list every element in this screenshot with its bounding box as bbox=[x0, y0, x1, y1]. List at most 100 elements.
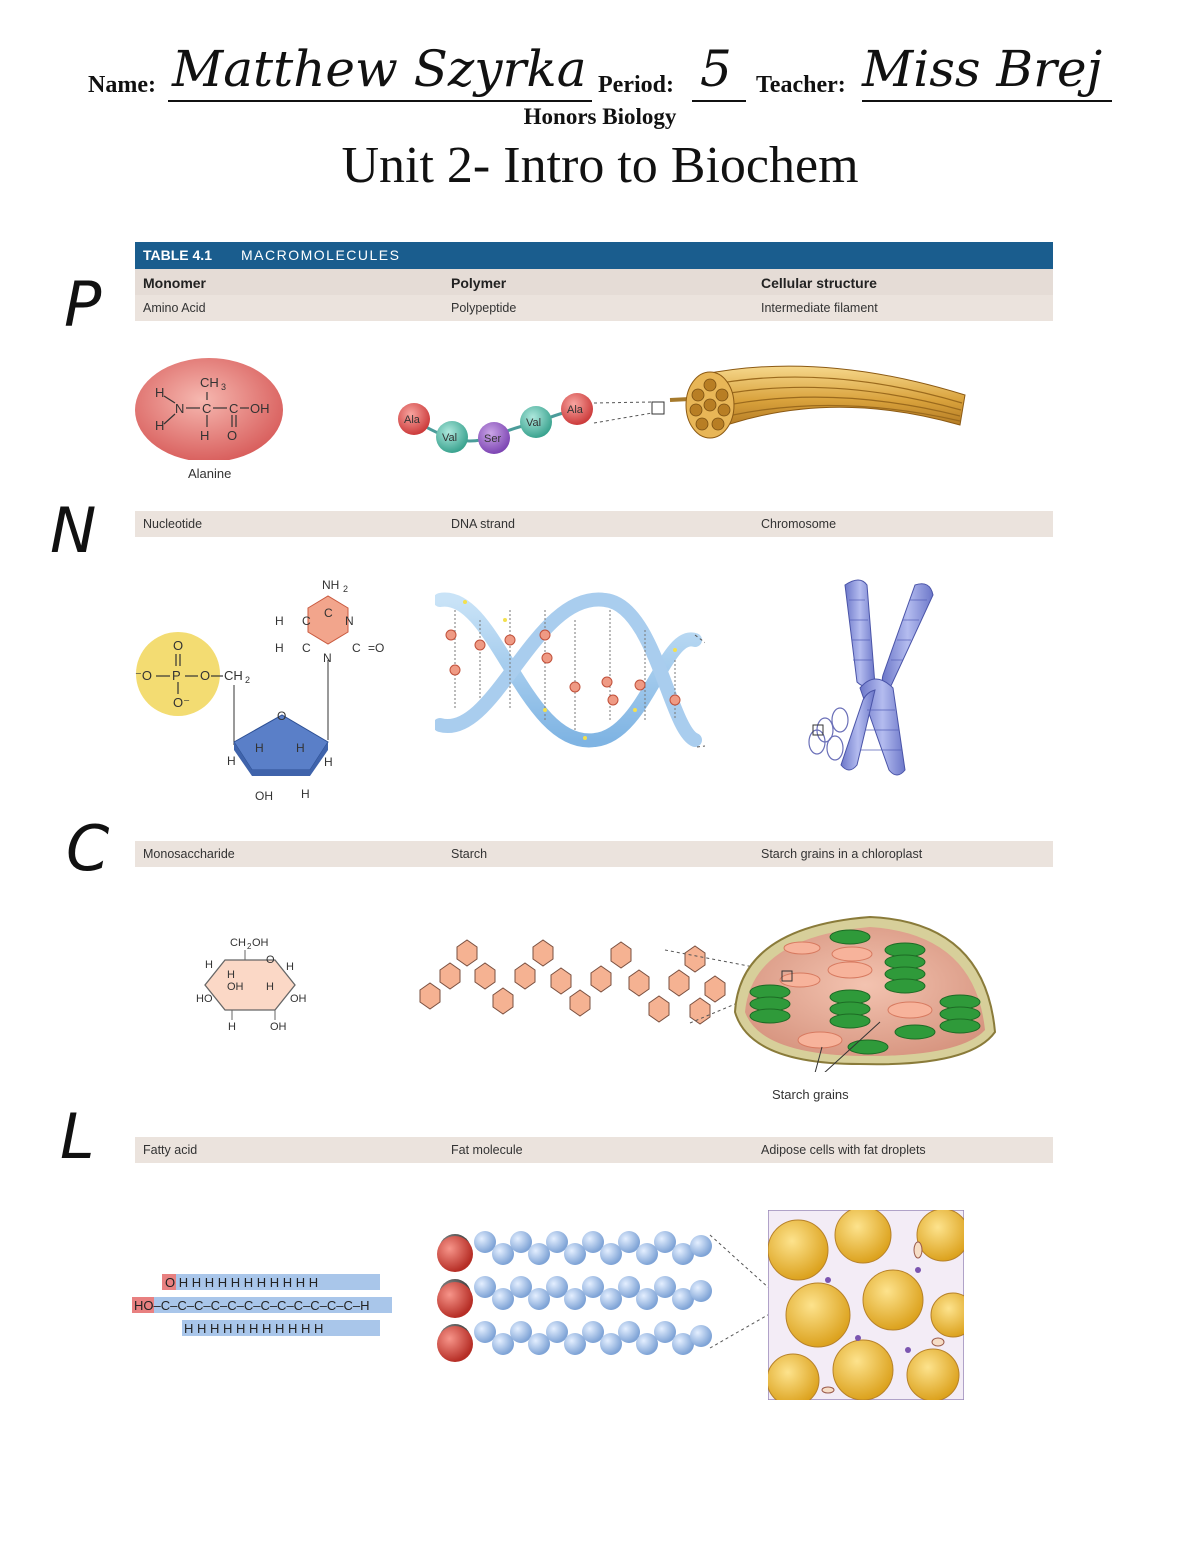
svg-text:=O: =O bbox=[368, 641, 384, 655]
svg-text:H: H bbox=[301, 787, 310, 801]
svg-text:NH: NH bbox=[322, 578, 339, 592]
side-letter-n: N bbox=[50, 494, 97, 567]
svg-text:H: H bbox=[227, 754, 236, 768]
svg-text:H: H bbox=[155, 385, 164, 400]
table-header-bar: TABLE 4.1 MACROMOLECULES bbox=[135, 242, 1053, 269]
svg-text:OH: OH bbox=[250, 401, 270, 416]
polymer-label: Starch bbox=[451, 847, 488, 861]
svg-text:O: O bbox=[227, 428, 237, 443]
svg-text:H: H bbox=[286, 961, 294, 973]
svg-text:C: C bbox=[302, 614, 311, 628]
bead-label: Ala bbox=[567, 404, 584, 416]
starch-chain-figure bbox=[419, 939, 786, 1025]
svg-text:OH: OH bbox=[290, 993, 307, 1005]
svg-text:H: H bbox=[296, 741, 305, 755]
svg-text:O: O bbox=[277, 709, 286, 723]
svg-text:O H H H H H H H H H: O H H H H H H H H H H H bbox=[165, 1275, 318, 1290]
svg-text:O: O bbox=[200, 668, 210, 683]
polymer-label: Fat molecule bbox=[451, 1143, 523, 1157]
structure-label: Adipose cells with fat droplets bbox=[761, 1143, 926, 1157]
polymer-label: DNA strand bbox=[451, 517, 515, 531]
table-name: MACROMOLECULES bbox=[241, 247, 401, 263]
dna-strand-figure bbox=[435, 592, 705, 748]
svg-text:2: 2 bbox=[343, 584, 348, 594]
svg-text:H: H bbox=[227, 969, 235, 981]
svg-text:C: C bbox=[202, 401, 211, 416]
svg-text:O: O bbox=[173, 638, 183, 653]
svg-text:C: C bbox=[324, 606, 333, 620]
table-number: TABLE 4.1 bbox=[143, 247, 212, 263]
bead-label: Ser bbox=[484, 433, 501, 445]
svg-text:C: C bbox=[302, 641, 311, 655]
row-band-lipid: Fatty acid Fat molecule Adipose cells wi… bbox=[135, 1137, 1053, 1163]
course-name: Honors Biology bbox=[523, 104, 677, 129]
svg-text:OH: OH bbox=[252, 937, 269, 949]
bead-label: Ala bbox=[404, 414, 421, 426]
row-band-protein: Amino Acid Polypeptide Intermediate fila… bbox=[135, 295, 1053, 321]
svg-text:OH: OH bbox=[270, 1021, 287, 1033]
svg-text:N: N bbox=[175, 401, 184, 416]
svg-text:HO–C–C–C–C–C–C–C–C–C–C–C–C–H: HO–C–C–C–C–C–C–C–C–C–C–C–C–H bbox=[134, 1298, 370, 1313]
svg-text:CH: CH bbox=[230, 937, 246, 949]
teacher-underline bbox=[862, 100, 1112, 102]
svg-text:2: 2 bbox=[245, 675, 250, 685]
svg-text:H: H bbox=[275, 641, 284, 655]
svg-text:OH: OH bbox=[227, 981, 244, 993]
name-label: Name: bbox=[88, 72, 156, 98]
monomer-label: Nucleotide bbox=[143, 517, 203, 531]
svg-text:C: C bbox=[229, 401, 238, 416]
svg-text:OH: OH bbox=[255, 789, 273, 803]
polymer-label: Polypeptide bbox=[451, 301, 517, 315]
svg-text:H: H bbox=[255, 741, 264, 755]
starch-grains-caption: Starch grains bbox=[772, 1087, 849, 1102]
svg-text:3: 3 bbox=[221, 382, 226, 392]
svg-text:HO: HO bbox=[196, 993, 213, 1005]
svg-text:H: H bbox=[266, 981, 274, 993]
svg-text:P: P bbox=[172, 668, 181, 683]
structure-label: Starch grains in a chloroplast bbox=[761, 847, 923, 861]
svg-text:H: H bbox=[324, 755, 333, 769]
alanine-caption: Alanine bbox=[188, 466, 232, 481]
row-band-nucleic: Nucleotide DNA strand Chromosome bbox=[135, 511, 1053, 537]
svg-text:H: H bbox=[275, 614, 284, 628]
column-header-monomer: Monomer bbox=[143, 275, 206, 291]
svg-text:N: N bbox=[323, 651, 332, 665]
structure-label: Intermediate filament bbox=[761, 301, 878, 315]
side-letter-c: C bbox=[66, 812, 110, 885]
svg-text:2: 2 bbox=[247, 942, 252, 951]
monomer-label: Amino Acid bbox=[143, 301, 206, 315]
column-header-structure: Cellular structure bbox=[761, 275, 877, 291]
fat-molecule-figure bbox=[437, 1231, 791, 1362]
fatty-acid-figure: HO–C–C–C–C–C–C–C–C–C–C–C–C–H O H H H H H… bbox=[132, 1274, 392, 1336]
polypeptide-figure: Ala Val Ser Val Ala bbox=[398, 393, 665, 454]
name-underline bbox=[168, 100, 592, 102]
structure-label: Chromosome bbox=[761, 517, 837, 531]
period-label: Period: bbox=[598, 72, 674, 98]
svg-text:H: H bbox=[200, 428, 209, 443]
period-underline bbox=[692, 100, 746, 102]
svg-text:O⁻: O⁻ bbox=[173, 695, 190, 710]
teacher-value: Miss Brej bbox=[862, 40, 1103, 98]
svg-text:⁻O: ⁻O bbox=[135, 668, 152, 683]
teacher-label: Teacher: bbox=[756, 72, 846, 98]
page-title: Unit 2- Intro to Biochem bbox=[341, 137, 859, 194]
svg-text:C: C bbox=[352, 641, 361, 655]
chromosome-figure bbox=[808, 579, 934, 776]
svg-text:CH: CH bbox=[224, 668, 243, 683]
column-header-polymer: Polymer bbox=[451, 275, 507, 291]
svg-text:H H H H H H H H H H: H H H H H H H H H H H bbox=[184, 1321, 323, 1336]
svg-text:H: H bbox=[228, 1021, 236, 1033]
svg-text:N: N bbox=[345, 614, 354, 628]
monomer-label: Fatty acid bbox=[143, 1143, 198, 1157]
intermediate-filament-figure bbox=[669, 365, 966, 439]
svg-text:CH: CH bbox=[200, 375, 219, 390]
chloroplast-figure bbox=[733, 915, 997, 1072]
period-value: 5 bbox=[700, 40, 732, 98]
row-band-carbohydrate: Monosaccharide Starch Starch grains in a… bbox=[135, 841, 1053, 867]
side-letter-l: L bbox=[60, 1100, 95, 1173]
table-column-headers: Monomer Polymer Cellular structure bbox=[135, 269, 1053, 295]
svg-text:O: O bbox=[266, 954, 275, 966]
